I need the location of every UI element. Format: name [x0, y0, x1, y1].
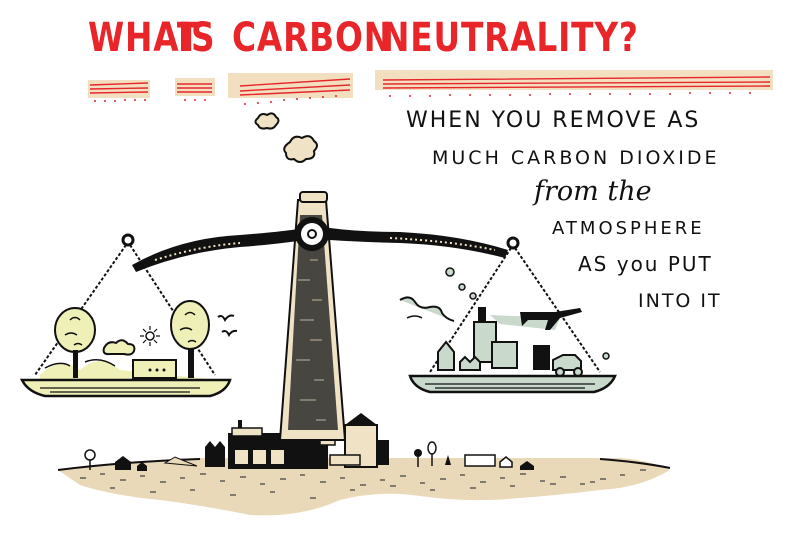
definition-line-4: ATMOSPHERE — [552, 218, 705, 239]
left-hook — [121, 233, 135, 247]
title-word-what: WHAT — [88, 15, 201, 61]
definition-line-3: from the — [534, 176, 652, 207]
title-word-neutrality: NEUTRALITY? — [382, 15, 639, 61]
definition-line-2: MUCH CARBON DIOXIDE — [432, 147, 720, 169]
smoke-puffs — [254, 112, 318, 163]
birds — [217, 314, 238, 338]
right-chains — [429, 247, 601, 373]
right-hook — [506, 236, 520, 250]
definition-line-6: INTO IT — [638, 290, 722, 312]
scale-beam — [132, 228, 508, 272]
definition-line-1: WHEN YOU REMOVE AS — [406, 108, 701, 133]
left-chains — [34, 244, 216, 376]
ground — [58, 458, 670, 516]
title-word-carbon: CARBON — [232, 15, 392, 61]
title-word-is: IS — [178, 15, 216, 61]
right-pan-emissions — [399, 267, 610, 377]
title-underlines — [88, 70, 773, 105]
definition-line-5: AS you PUT — [578, 252, 713, 276]
ground-texture — [80, 469, 646, 499]
left-pan-nature — [40, 300, 220, 380]
